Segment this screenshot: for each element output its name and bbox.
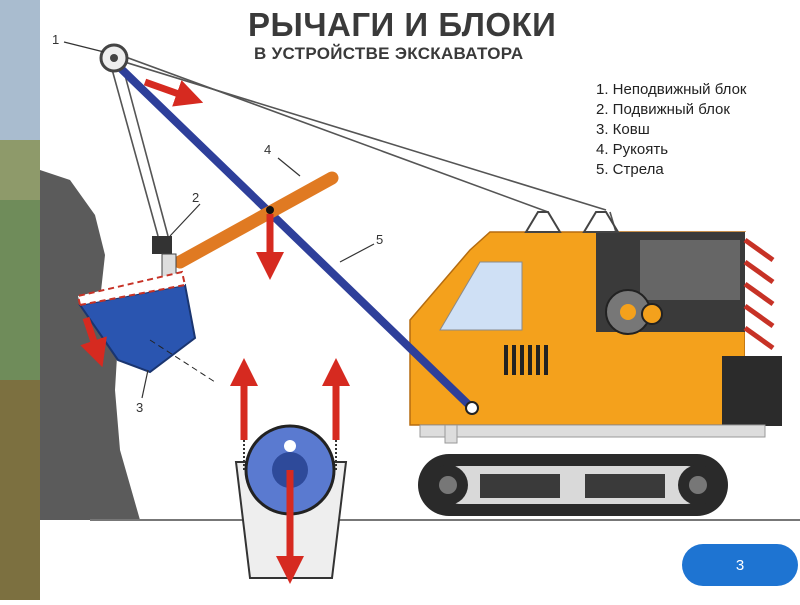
boom <box>108 56 476 412</box>
callout-1: 1 <box>52 32 59 47</box>
page-number-badge[interactable]: 3 <box>682 544 798 586</box>
legend-item: 2. Подвижный блок <box>596 101 730 118</box>
callout-2: 2 <box>192 190 199 205</box>
legend-item: 3. Ковш <box>596 121 650 138</box>
bucket <box>76 270 216 383</box>
callout-4: 4 <box>264 142 271 157</box>
gear-icon <box>620 304 636 320</box>
legend-item: 1. Неподвижный блок <box>596 81 747 98</box>
legend-item: 4. Рукоять <box>596 141 669 158</box>
movable-pulley <box>152 236 177 279</box>
force-arrows <box>80 78 350 584</box>
force-arrow <box>143 78 204 107</box>
handle <box>173 171 339 269</box>
crawler-tracks <box>418 454 728 516</box>
background-landscape <box>0 0 40 600</box>
page-title: РЫЧАГИ И БЛОКИ <box>248 6 557 43</box>
grill-vents <box>504 345 548 375</box>
counterweight <box>722 356 782 426</box>
legend: 1. Неподвижный блок 2. Подвижный блок 3.… <box>596 80 746 180</box>
callout-5: 5 <box>376 232 383 247</box>
callouts <box>63 41 375 399</box>
force-arrow <box>80 316 107 368</box>
legend-item: 5. Стрела <box>596 161 664 178</box>
page-subtitle: В УСТРОЙСТВЕ ЭКСКАВАТОРА <box>254 44 524 63</box>
excavator-body <box>409 211 782 444</box>
fixed-pulley <box>99 43 129 73</box>
page-number: 3 <box>735 556 745 574</box>
callout-3: 3 <box>136 400 143 415</box>
